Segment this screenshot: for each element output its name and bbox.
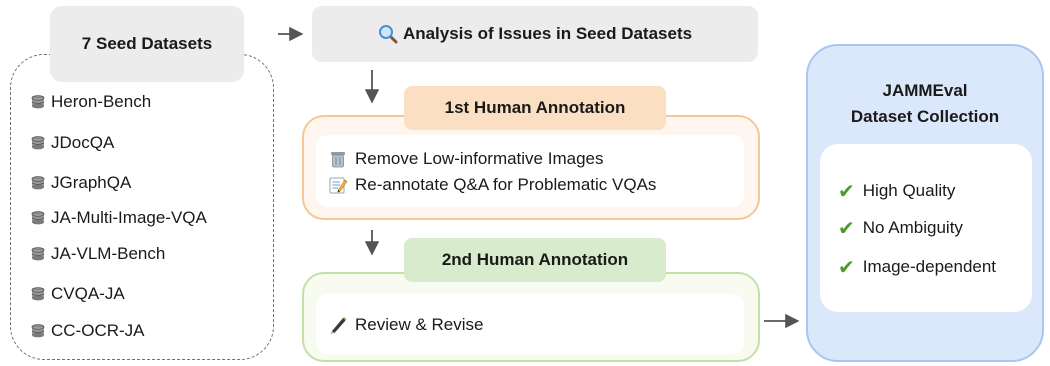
result-inner	[820, 144, 1032, 312]
check-icon: ✔	[838, 256, 855, 279]
trash-can-icon	[331, 152, 345, 168]
result-title-line1: JAMMEval	[882, 81, 968, 100]
database-icon	[31, 136, 45, 150]
annotation1-inner	[316, 135, 744, 207]
result-item-label: No Ambiguity	[862, 218, 963, 237]
memo-icon	[329, 177, 348, 194]
result-item: ✔ Image-dependent	[838, 256, 997, 279]
annotation2-task: Review & Revise	[328, 314, 484, 336]
seed-item-label: JDocQA	[51, 133, 115, 152]
seed-item-label: Heron-Bench	[51, 92, 152, 111]
seed-item: JGraphQA	[30, 172, 131, 194]
database-icon	[31, 211, 45, 225]
database-icon	[31, 287, 45, 301]
database-icon	[31, 324, 45, 338]
annotation1-title: 1st Human Annotation	[404, 86, 666, 130]
seed-item: JA-VLM-Bench	[30, 243, 165, 265]
seed-item: CVQA-JA	[30, 283, 125, 305]
database-icon	[31, 176, 45, 190]
database-icon	[31, 247, 45, 261]
seed-item-label: CVQA-JA	[51, 284, 125, 303]
check-icon: ✔	[838, 180, 855, 203]
database-icon	[31, 95, 45, 109]
seed-datasets-title: 7 Seed Datasets	[50, 6, 244, 82]
result-item-label: Image-dependent	[862, 257, 997, 276]
seed-item-label: JA-Multi-Image-VQA	[51, 208, 207, 227]
annotation1-task: Re-annotate Q&A for Problematic VQAs	[328, 174, 656, 196]
analysis-label: Analysis of Issues in Seed Datasets	[402, 24, 693, 43]
annotation2-task-label: Review & Revise	[355, 315, 484, 334]
result-title: JAMMEval Dataset Collection	[806, 78, 1044, 130]
result-item-label: High Quality	[862, 181, 956, 200]
seed-item-label: JA-VLM-Bench	[51, 244, 166, 263]
check-icon: ✔	[838, 217, 855, 240]
pen-icon	[330, 317, 347, 334]
seed-item-label: CC-OCR-JA	[51, 321, 145, 340]
result-title-line2: Dataset Collection	[850, 107, 1000, 126]
result-item: ✔ High Quality	[838, 180, 956, 203]
seed-item: JDocQA	[30, 132, 114, 154]
seed-item: Heron-Bench	[30, 91, 151, 113]
result-item: ✔ No Ambiguity	[838, 217, 963, 240]
seed-item: CC-OCR-JA	[30, 320, 145, 342]
annotation2-title: 2nd Human Annotation	[404, 238, 666, 282]
annotation1-task: Remove Low-informative Images	[328, 148, 603, 170]
magnifier-icon	[378, 25, 398, 44]
annotation1-task-label: Re-annotate Q&A for Problematic VQAs	[355, 175, 657, 194]
analysis-box: Analysis of Issues in Seed Datasets	[312, 6, 758, 62]
seed-item-label: JGraphQA	[51, 173, 132, 192]
annotation1-task-label: Remove Low-informative Images	[355, 149, 604, 168]
seed-item: JA-Multi-Image-VQA	[30, 207, 207, 229]
annotation2-inner	[316, 294, 744, 354]
